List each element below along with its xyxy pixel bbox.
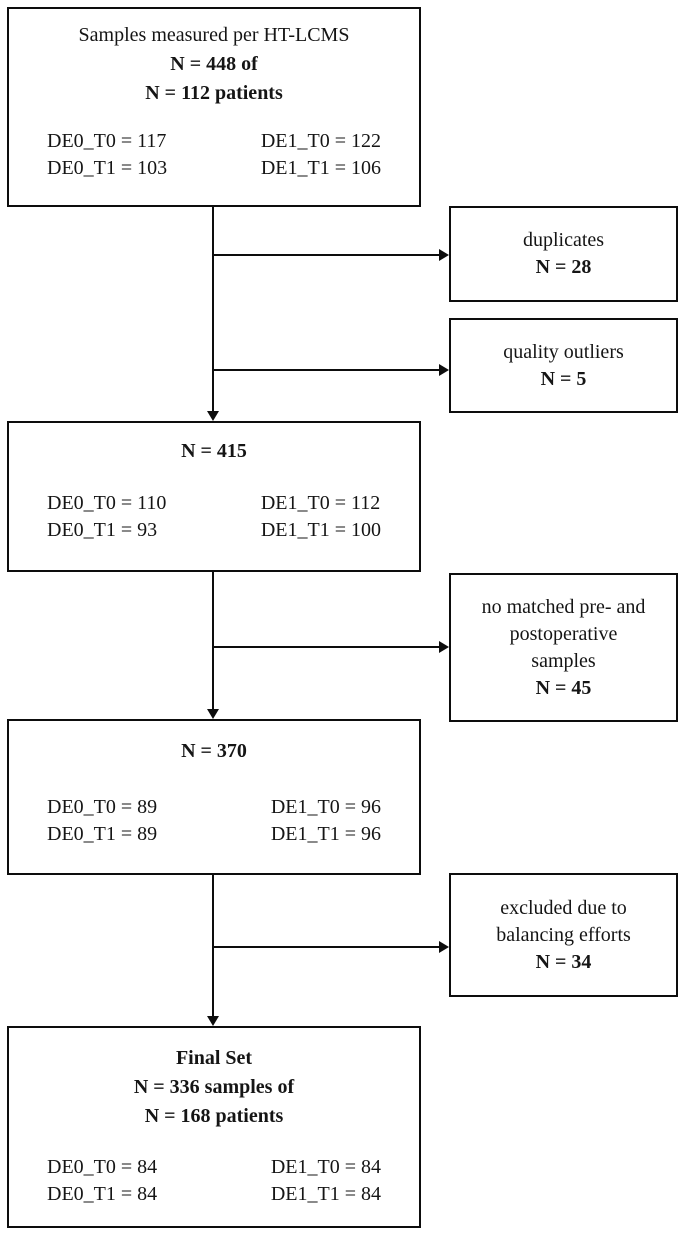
box-n-patients: N = 168 patients xyxy=(144,1105,284,1127)
connector-to-balancing xyxy=(213,946,439,948)
count-de0-t1: DE0_T1 = 84 xyxy=(47,1183,158,1205)
exclusion-count: N = 45 xyxy=(535,676,592,699)
count-de1-t1: DE1_T1 = 100 xyxy=(260,519,381,541)
exclusion-box-balancing-efforts: excluded due to balancing efforts N = 34 xyxy=(449,873,678,997)
exclusion-label: duplicates xyxy=(522,229,605,251)
count-de0-t0: DE0_T0 = 117 xyxy=(47,130,167,152)
box-n-samples: N = 336 samples of xyxy=(133,1076,295,1098)
box-n-total: N = 370 xyxy=(181,740,247,762)
exclusion-box-no-matched-samples: no matched pre- and postoperative sample… xyxy=(449,573,678,722)
count-de1-t1: DE1_T1 = 96 xyxy=(270,823,381,845)
arrowhead-right-icon xyxy=(439,249,449,261)
sample-counts: DE0_T0 = 117 DE0_T1 = 103 DE1_T0 = 122 D… xyxy=(9,128,419,182)
exclusion-box-duplicates: duplicates N = 28 xyxy=(449,206,678,302)
count-de1-t0: DE1_T0 = 84 xyxy=(270,1156,381,1178)
arrowhead-down-icon xyxy=(207,411,219,421)
sample-counts: DE0_T0 = 110 DE0_T1 = 93 DE1_T0 = 112 DE… xyxy=(9,490,419,544)
count-de0-t0: DE0_T0 = 89 xyxy=(47,796,158,818)
exclusion-label-line: samples xyxy=(531,649,596,672)
count-de0-t0: DE0_T0 = 110 xyxy=(47,492,167,514)
count-de0-t1: DE0_T1 = 103 xyxy=(47,157,168,179)
connector-n415-to-n370 xyxy=(212,572,214,709)
counts-de0: DE0_T0 = 84 DE0_T1 = 84 xyxy=(47,1154,157,1208)
box-n-patients: N = 112 patients xyxy=(145,82,283,104)
counts-de1: DE1_T0 = 84 DE1_T1 = 84 xyxy=(271,1154,381,1208)
counts-de0: DE0_T0 = 89 DE0_T1 = 89 xyxy=(47,794,157,848)
counts-de0: DE0_T0 = 110 DE0_T1 = 93 xyxy=(47,490,166,544)
exclusion-count: N = 5 xyxy=(540,367,587,390)
flow-box-samples-measured: Samples measured per HT-LCMS N = 448 of … xyxy=(7,7,421,207)
sample-counts: DE0_T0 = 89 DE0_T1 = 89 DE1_T0 = 96 DE1_… xyxy=(9,794,419,848)
flow-box-n370: N = 370 DE0_T0 = 89 DE0_T1 = 89 DE1_T0 =… xyxy=(7,719,421,875)
count-de1-t1: DE1_T1 = 106 xyxy=(260,157,381,179)
exclusion-label-line: postoperative xyxy=(509,622,618,645)
exclusion-label-line: balancing efforts xyxy=(496,923,631,946)
connector-to-duplicates xyxy=(213,254,439,256)
exclusion-label-line: excluded due to xyxy=(500,896,627,919)
exclusion-count: N = 34 xyxy=(535,950,592,973)
connector-samples-to-n415 xyxy=(212,207,214,411)
arrowhead-right-icon xyxy=(439,641,449,653)
count-de0-t1: DE0_T1 = 89 xyxy=(47,823,158,845)
exclusion-count: N = 28 xyxy=(535,256,592,278)
counts-de0: DE0_T0 = 117 DE0_T1 = 103 xyxy=(47,128,167,182)
arrowhead-right-icon xyxy=(439,364,449,376)
exclusion-label-line: no matched pre- and xyxy=(481,595,646,618)
sample-counts: DE0_T0 = 84 DE0_T1 = 84 DE1_T0 = 84 DE1_… xyxy=(9,1154,419,1208)
counts-de1: DE1_T0 = 112 DE1_T1 = 100 xyxy=(261,490,381,544)
count-de1-t1: DE1_T1 = 84 xyxy=(270,1183,381,1205)
arrowhead-right-icon xyxy=(439,941,449,953)
exclusion-box-quality-outliers: quality outliers N = 5 xyxy=(449,318,678,413)
count-de1-t0: DE1_T0 = 122 xyxy=(260,130,381,152)
box-n-total: N = 415 xyxy=(181,440,247,462)
connector-n370-to-final xyxy=(212,875,214,1016)
box-title: Samples measured per HT-LCMS xyxy=(78,24,350,46)
box-n-samples: N = 448 of xyxy=(170,53,258,75)
count-de1-t0: DE1_T0 = 96 xyxy=(270,796,381,818)
counts-de1: DE1_T0 = 96 DE1_T1 = 96 xyxy=(271,794,381,848)
count-de1-t0: DE1_T0 = 112 xyxy=(260,492,381,514)
box-title: Final Set xyxy=(175,1047,253,1069)
connector-to-quality-outliers xyxy=(213,369,439,371)
count-de0-t0: DE0_T0 = 84 xyxy=(47,1156,158,1178)
flow-box-final-set: Final Set N = 336 samples of N = 168 pat… xyxy=(7,1026,421,1228)
count-de0-t1: DE0_T1 = 93 xyxy=(47,519,158,541)
flow-box-n415: N = 415 DE0_T0 = 110 DE0_T1 = 93 DE1_T0 … xyxy=(7,421,421,572)
exclusion-label: quality outliers xyxy=(503,340,624,363)
arrowhead-down-icon xyxy=(207,709,219,719)
arrowhead-down-icon xyxy=(207,1016,219,1026)
counts-de1: DE1_T0 = 122 DE1_T1 = 106 xyxy=(261,128,381,182)
connector-to-no-matched xyxy=(213,646,439,648)
